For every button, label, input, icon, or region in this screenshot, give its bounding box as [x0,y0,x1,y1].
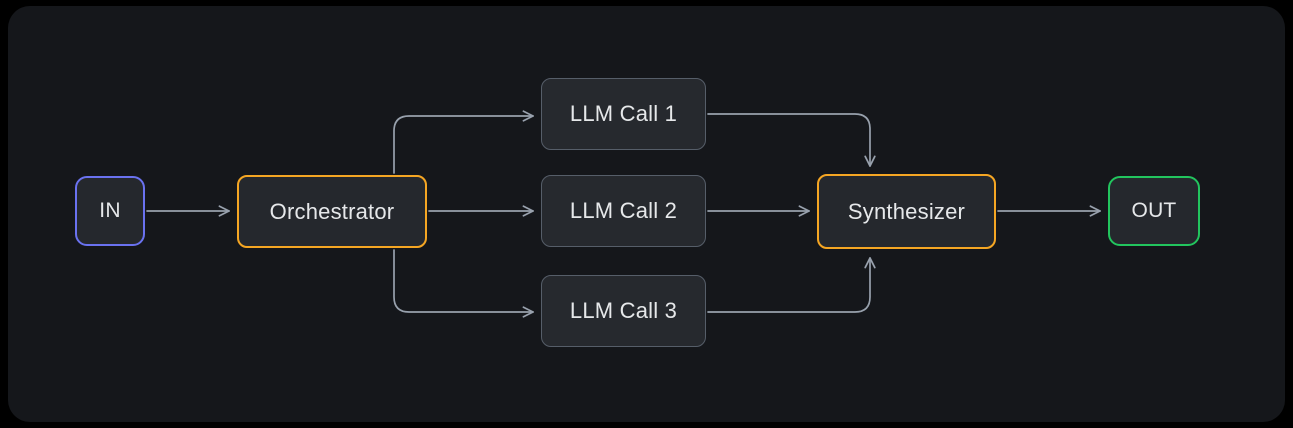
workflow-diagram: IN Orchestrator LLM Call 1 LLM Call 2 LL… [8,6,1285,422]
node-llm-call-3[interactable]: LLM Call 3 [541,275,706,347]
node-in[interactable]: IN [75,176,145,246]
node-llm-call-1[interactable]: LLM Call 1 [541,78,706,150]
node-out-label: OUT [1131,199,1177,222]
node-synthesizer-label: Synthesizer [847,198,966,224]
node-synthesizer[interactable]: Synthesizer [817,174,996,249]
edge-llm3-to-synthesizer [707,257,876,313]
edge-llm1-to-synthesizer [707,113,876,167]
node-in-label: IN [99,199,121,222]
node-llm-call-2-label: LLM Call 2 [569,198,678,223]
node-llm-call-2[interactable]: LLM Call 2 [541,175,706,247]
node-llm-call-1-label: LLM Call 1 [569,101,678,126]
node-llm-call-3-label: LLM Call 3 [569,298,678,323]
edge-orchestrator-to-llm3 [393,249,534,318]
node-orchestrator[interactable]: Orchestrator [237,175,427,248]
node-out[interactable]: OUT [1108,176,1200,246]
edge-orchestrator-to-llm1 [393,110,534,174]
node-orchestrator-label: Orchestrator [269,198,395,224]
diagram-card: IN Orchestrator LLM Call 1 LLM Call 2 LL… [8,6,1285,422]
